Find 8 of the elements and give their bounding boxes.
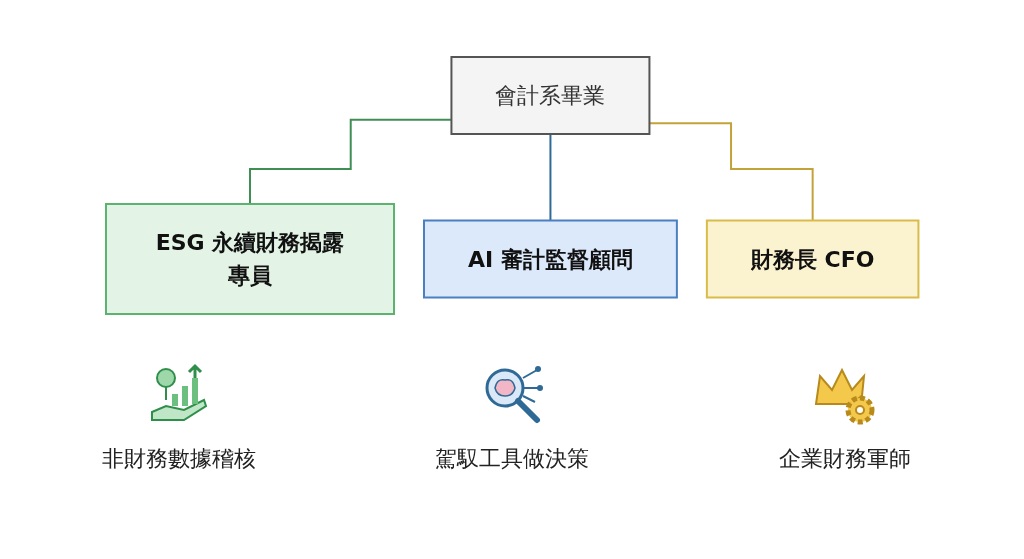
node-box: 會計系畢業 (450, 55, 651, 135)
connector (549, 132, 552, 221)
caption-text: 駕馭工具做決策 (435, 445, 589, 473)
node-box: AI 審計監督顧問 (422, 219, 678, 298)
node-box: 財務長 CFO (705, 219, 920, 298)
caption-text: 非財務數據稽核 (101, 445, 256, 473)
caption-text: 企業財務軍師 (779, 445, 912, 473)
node-box: ESG 永續財務揭露專員 (104, 202, 395, 315)
